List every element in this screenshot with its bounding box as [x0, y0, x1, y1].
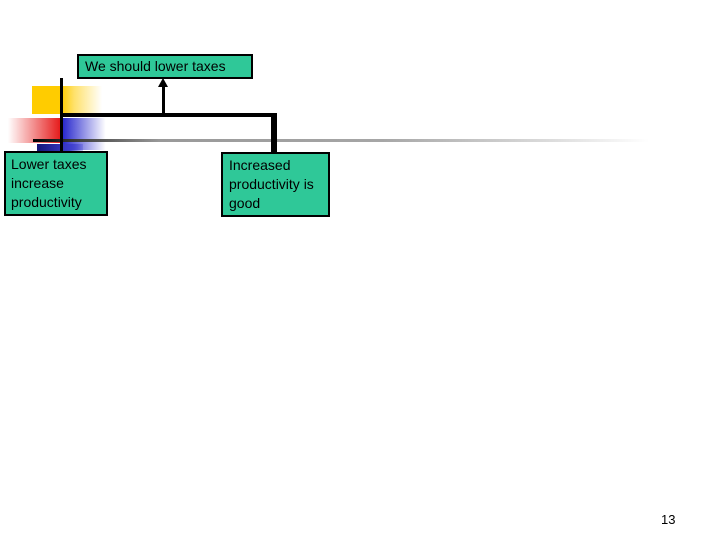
bracket-right-stub	[271, 113, 277, 153]
premise-box-productivity-good[interactable]: Increased productivity is good	[221, 152, 330, 217]
slide-number: 13	[661, 512, 676, 527]
support-arrow-stem	[162, 85, 165, 115]
support-bracket-line	[61, 113, 277, 117]
red-gradient-decoration	[5, 118, 62, 143]
conclusion-box[interactable]: We should lower taxes	[77, 54, 253, 79]
arrow-up-icon	[158, 78, 168, 87]
divider-line	[33, 139, 668, 142]
yellow-square-decoration	[32, 86, 102, 114]
premise-box-lower-taxes[interactable]: Lower taxes increase productivity	[4, 151, 108, 216]
